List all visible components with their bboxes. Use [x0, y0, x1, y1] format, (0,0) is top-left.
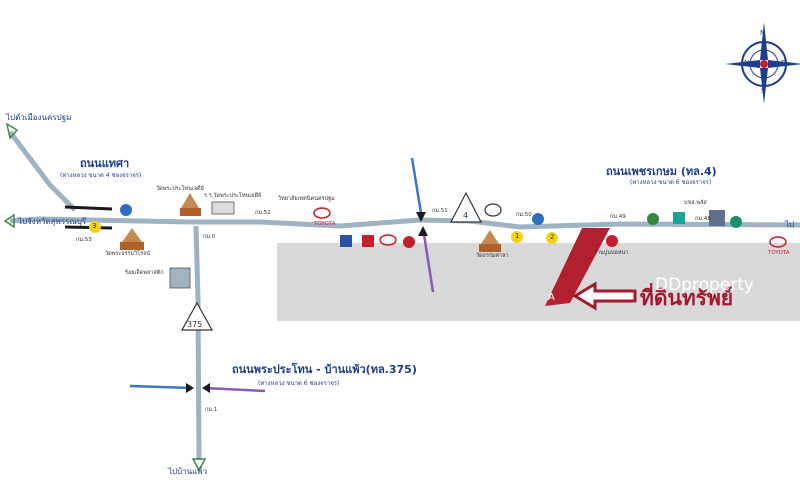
- temple-icon: [180, 193, 201, 216]
- bank-icon: [730, 216, 742, 228]
- gas-station-icon: [647, 213, 659, 225]
- toyota-logo-icon: [379, 234, 397, 246]
- arrow-down-north: [416, 212, 426, 222]
- arrow-west-icon: [3, 213, 15, 229]
- km-marker: กม.0: [203, 234, 216, 240]
- road-name-phetkasem: ถนนเพชรเกษม (ทล.4): [606, 165, 717, 178]
- purple-road-south: [421, 227, 435, 293]
- road-sub-phetkasem: (ทางหลวง ขนาด 6 ช่องจราจร): [630, 179, 712, 186]
- school-icon: [211, 201, 235, 215]
- shop-icon: [340, 235, 352, 247]
- dest-ban-phaeo: ไปบ้านแพ้ว: [168, 467, 208, 476]
- road-to-nakhon-pathom: [8, 130, 77, 212]
- dest-nakhon-pathom: ไปตัวเมืองนครปฐม: [6, 113, 72, 122]
- blue-highway-north: [410, 157, 423, 214]
- marker-1-text: 1: [515, 232, 520, 240]
- warehouse-icon: [169, 267, 191, 289]
- gas-station-icon: [532, 213, 544, 225]
- label-wat-phra-prathon: วัดพระประโทนเจดีย์: [156, 186, 204, 192]
- temple-icon: [120, 228, 144, 250]
- toyota-logo-icon: [313, 207, 331, 219]
- blue-highway-375: [129, 384, 193, 390]
- route-375-label: 375: [187, 320, 203, 329]
- arrow-up-south: [418, 226, 428, 236]
- marker-2-text: 2: [550, 233, 555, 241]
- building-icon: [709, 210, 725, 226]
- arrow-left-375: [202, 383, 210, 393]
- toyota-text: TOYOTA: [314, 221, 336, 227]
- compass-e: E: [781, 59, 786, 67]
- lottery-icon: [606, 235, 618, 247]
- property-marker-a: A: [548, 292, 555, 303]
- arrow-northwest-icon: [5, 122, 19, 140]
- number-marker-2: [546, 232, 558, 244]
- label-wat-thammasala: วัดธรรมศาลา: [476, 253, 509, 259]
- km-marker: กม.1: [205, 407, 218, 413]
- road-sub-375: (ทางหลวง ขนาด 6 ช่องจราจร): [258, 380, 340, 387]
- road-sub-thaesa: (ทางหลวง ขนาด 4 ช่องจราจร): [60, 172, 142, 179]
- arrow-right-375: [186, 383, 194, 393]
- route-4-label: 4: [463, 211, 469, 220]
- compass-s: S: [761, 87, 766, 95]
- flyover-top: [64, 205, 113, 211]
- label-wat-dhamma: วัดพระธรรมวิโรจน์: [105, 251, 151, 257]
- compass-icon: [725, 22, 800, 104]
- route-4-shield: [450, 191, 482, 223]
- km-marker: กม.53: [76, 237, 92, 243]
- mazda-logo-icon: [484, 203, 502, 217]
- overlay-panel: [277, 243, 800, 321]
- phetkasem-road: [9, 216, 800, 230]
- gas-station-icon: [120, 204, 132, 216]
- watermark-ddproperty: DDproperty: [655, 275, 754, 295]
- temple-icon: [479, 230, 501, 252]
- marker-3-text: 3: [92, 222, 97, 230]
- km-marker: กม.52: [255, 210, 271, 216]
- property-parcel: [545, 228, 610, 306]
- property-label: ที่ดินทรัพย์: [640, 286, 734, 310]
- toyota-logo-icon: [769, 236, 787, 248]
- compass-w: W: [742, 59, 749, 67]
- number-marker-3: [89, 221, 101, 233]
- purple-road-375: [204, 386, 266, 393]
- label-lottery: ร้านปูนบ่อหนา: [594, 250, 629, 256]
- label-school: ร.ร.วัดพระประโทนเจดีย์: [204, 193, 262, 199]
- compass-n: N: [760, 29, 766, 37]
- flyover-bottom: [64, 225, 113, 230]
- km-marker: กม.49: [610, 214, 626, 220]
- cafe-icon: [403, 236, 415, 248]
- route-375-shield: [180, 301, 214, 331]
- property-arrow-icon: [572, 281, 637, 311]
- dest-suphanburi: ไปจังหวัดสุพรรณบุรี: [18, 217, 87, 226]
- road-name-375: ถนนพระประโทน - บ้านแพ้ว(ทล.375): [232, 363, 417, 376]
- shop-icon: [362, 235, 374, 247]
- number-marker-1: [511, 231, 523, 243]
- km-marker: กม.50: [516, 212, 532, 218]
- km-marker: กม.48: [695, 216, 711, 222]
- dest-east: ไป: [785, 220, 795, 229]
- road-375: [193, 225, 202, 461]
- label-toyota-college: วิทยาลัยเทคนิคนครปฐม: [278, 196, 335, 202]
- label-bank: บขส.พลัส: [684, 200, 707, 206]
- road-name-thaesa: ถนนแทศา: [80, 157, 130, 170]
- label-warehouse: ร้อยเอ็ดพลาสติก: [125, 270, 164, 276]
- store-icon: [673, 212, 685, 224]
- toyota-text: TOYOTA: [768, 250, 790, 256]
- km-marker: กม.51: [432, 208, 448, 214]
- arrow-south-icon: [191, 458, 207, 472]
